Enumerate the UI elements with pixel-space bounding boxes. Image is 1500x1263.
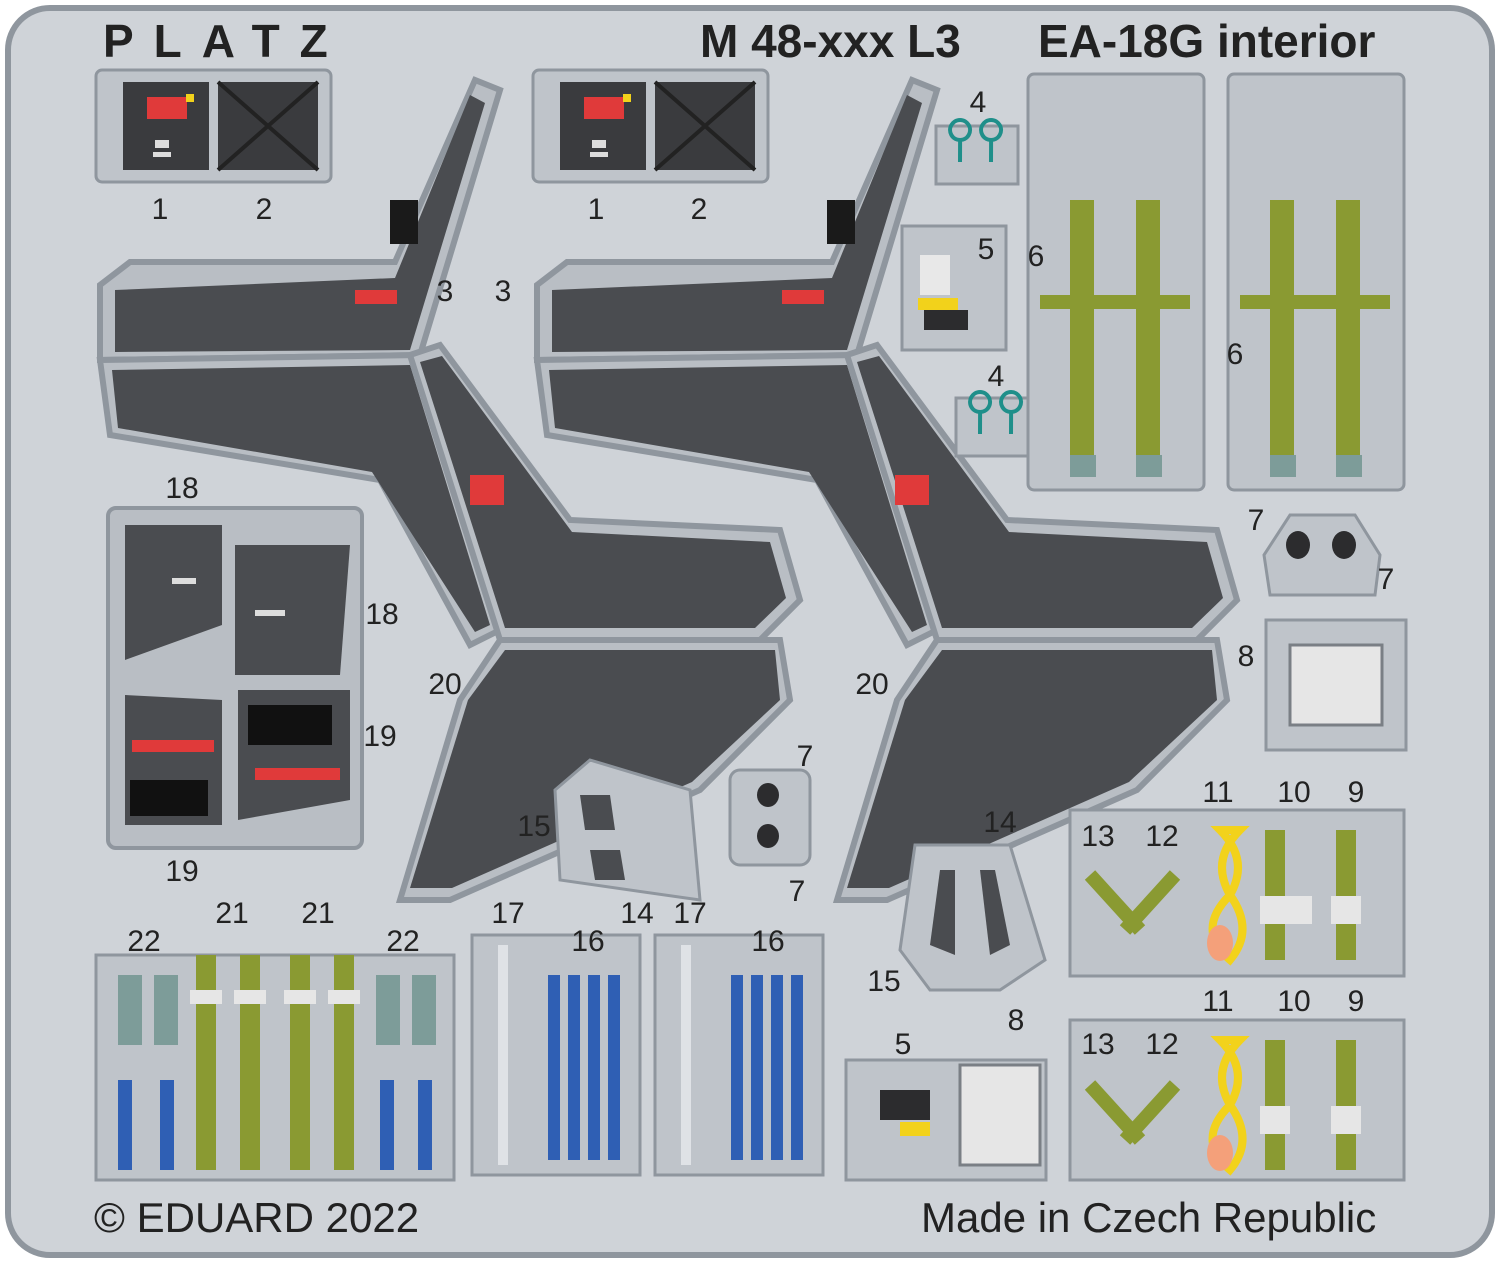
part-label: 17 bbox=[673, 897, 707, 930]
part-label: 1 bbox=[587, 193, 605, 226]
part-5-8-9-13-lower bbox=[844, 1018, 1406, 1182]
part-label: 5 bbox=[894, 1028, 912, 1061]
part-label: 3 bbox=[494, 275, 512, 308]
part-label: 6 bbox=[1027, 240, 1045, 273]
part-label: 19 bbox=[165, 855, 199, 888]
part-label: 8 bbox=[1007, 1004, 1025, 1037]
part-label: 9 bbox=[1347, 776, 1365, 809]
part-6-harness-left bbox=[1026, 72, 1206, 492]
part-7-right bbox=[1262, 513, 1382, 597]
part-group-1-2-right bbox=[531, 68, 770, 184]
part-label: 4 bbox=[969, 86, 987, 119]
brand-logo-text: PLATZ bbox=[103, 15, 348, 67]
part-16-17-right bbox=[653, 933, 825, 1177]
part-label: 2 bbox=[690, 193, 708, 226]
part-4-lower bbox=[954, 390, 1040, 458]
part-label: 9 bbox=[1347, 985, 1365, 1018]
part-14-15-center bbox=[553, 758, 702, 902]
part-7-center bbox=[728, 768, 812, 867]
part-label: 20 bbox=[855, 668, 889, 701]
part-8-upper bbox=[1264, 618, 1408, 752]
part-label: 17 bbox=[491, 897, 525, 930]
part-label: 15 bbox=[517, 810, 551, 843]
part-label: 14 bbox=[620, 897, 654, 930]
part-label: 10 bbox=[1277, 776, 1311, 809]
part-label: 20 bbox=[428, 668, 462, 701]
part-label: 18 bbox=[365, 598, 399, 631]
part-5-upper bbox=[900, 224, 1008, 352]
part-4-upper bbox=[934, 118, 1020, 186]
red-placard bbox=[147, 97, 187, 119]
part-label: 13 bbox=[1081, 820, 1115, 853]
part-9-13-upper bbox=[1068, 808, 1406, 978]
part-label: 7 bbox=[1247, 504, 1265, 537]
part-18-19-panels bbox=[106, 506, 364, 850]
part-label: 11 bbox=[1202, 985, 1234, 1018]
part-14-15-right bbox=[898, 843, 1047, 992]
set-title: EA-18G interior bbox=[1038, 15, 1376, 67]
copyright-text: © EDUARD 2022 bbox=[94, 1194, 420, 1241]
part-label: 2 bbox=[255, 193, 273, 226]
part-label: 3 bbox=[436, 275, 454, 308]
part-label: 18 bbox=[165, 472, 199, 505]
part-16-17-left bbox=[470, 933, 642, 1177]
part-label: 21 bbox=[215, 897, 249, 930]
part-6-harness-right bbox=[1226, 72, 1406, 492]
part-label: 14 bbox=[983, 806, 1017, 839]
part-label: 6 bbox=[1226, 338, 1244, 371]
part-label: 19 bbox=[363, 720, 397, 753]
part-label: 7 bbox=[788, 875, 806, 908]
origin-text: Made in Czech Republic bbox=[921, 1194, 1377, 1241]
part-label: 1 bbox=[151, 193, 169, 226]
part-label: 10 bbox=[1277, 985, 1311, 1018]
part-21-22-straps bbox=[94, 953, 456, 1182]
console-part-3-20-right bbox=[533, 76, 1241, 903]
part-label: 22 bbox=[386, 925, 420, 958]
part-label: 4 bbox=[987, 360, 1005, 393]
part-label: 16 bbox=[751, 925, 785, 958]
part-group-1-2-left bbox=[94, 68, 333, 184]
part-label: 13 bbox=[1081, 1028, 1115, 1061]
part-label: 7 bbox=[1377, 563, 1395, 596]
part-label: 7 bbox=[796, 740, 814, 773]
part-label: 12 bbox=[1145, 1028, 1179, 1061]
part-label: 22 bbox=[127, 925, 161, 958]
part-label: 5 bbox=[977, 233, 995, 266]
part-label: 8 bbox=[1237, 640, 1255, 673]
part-label: 15 bbox=[867, 965, 901, 998]
part-label: 16 bbox=[571, 925, 605, 958]
part-label: 21 bbox=[301, 897, 335, 930]
part-label: 12 bbox=[1145, 820, 1179, 853]
set-code: M 48-xxx L3 bbox=[700, 15, 961, 67]
part-label: 11 bbox=[1202, 776, 1234, 809]
